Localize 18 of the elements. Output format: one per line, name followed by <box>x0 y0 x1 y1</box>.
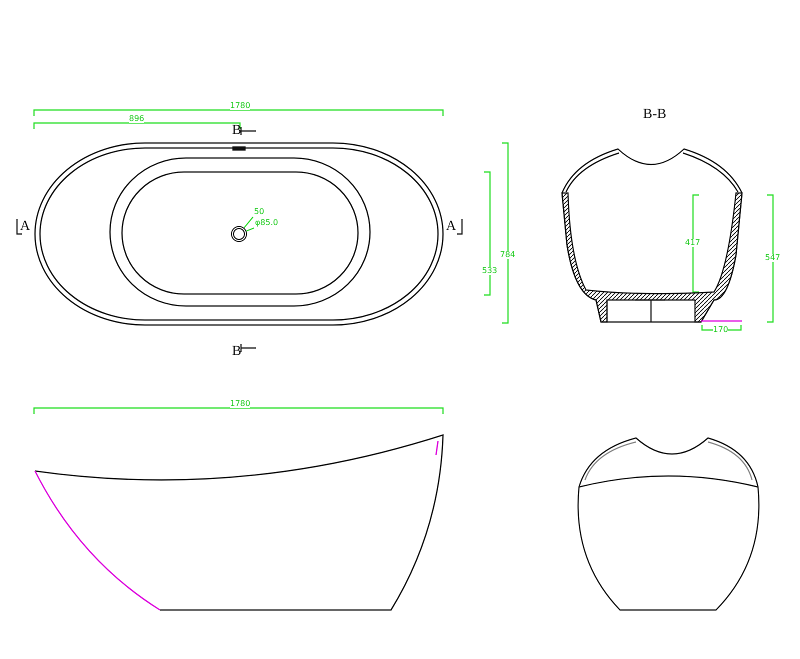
dimension-label: 1780 <box>230 400 250 408</box>
section-letter: B <box>232 345 242 359</box>
dimension-label: 784 <box>500 251 516 259</box>
dimension-label: 417 <box>685 239 700 247</box>
dimension-label: 547 <box>765 254 780 262</box>
dimension-label: 533 <box>482 267 498 275</box>
drain-circle <box>231 226 247 242</box>
dimension-label: 50 <box>254 208 264 216</box>
dimension-label: φ85.0 <box>255 219 278 227</box>
dimension-label: 896 <box>129 115 144 123</box>
section-letter: A <box>446 220 456 234</box>
section-letter: B <box>232 124 242 138</box>
section-letter: A <box>20 220 30 234</box>
section-title: B-B <box>643 108 666 122</box>
dimension-label: 170 <box>713 326 728 334</box>
dimension-label: 1780 <box>230 102 250 110</box>
leader-line <box>244 216 254 228</box>
leader-line <box>246 227 254 232</box>
